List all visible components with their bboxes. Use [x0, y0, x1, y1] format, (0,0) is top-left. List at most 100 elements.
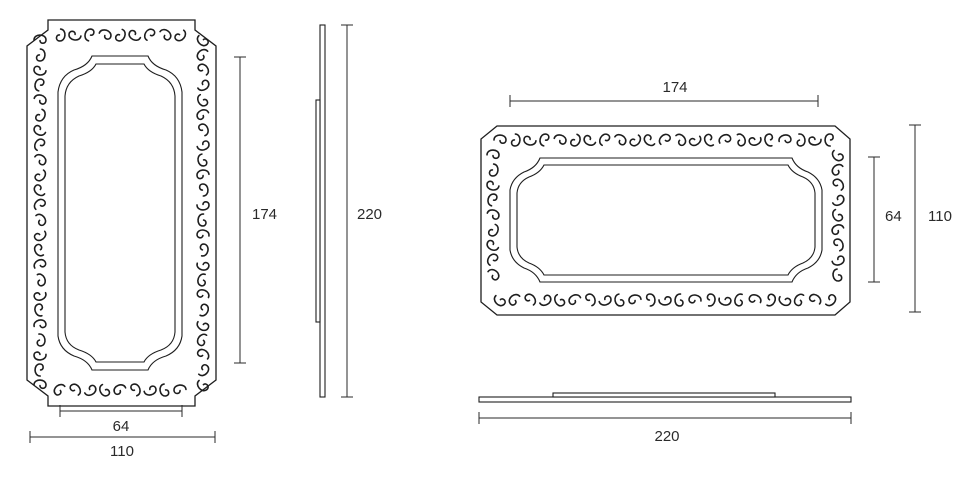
filigree-curl: [658, 296, 672, 306]
filigree-curl: [196, 348, 210, 360]
filigree-curl: [33, 291, 47, 301]
dimension-horizontal-outer-height: 110: [909, 124, 952, 313]
filigree-curl: [196, 34, 209, 47]
filigree-curl: [36, 333, 46, 347]
filigree-curl: [523, 135, 537, 146]
vertical-mirror-side-view: [315, 24, 326, 398]
filigree-curl: [34, 78, 45, 92]
filigree-curl: [832, 268, 843, 282]
filigree-curl: [766, 293, 777, 307]
filigree-curl: [824, 293, 837, 307]
filigree-curl: [486, 149, 500, 160]
filigree-curl: [796, 133, 806, 147]
filigree-curl: [84, 28, 95, 42]
filigree-curl: [33, 243, 45, 257]
filigree-curl: [33, 138, 46, 152]
filigree-curl: [197, 93, 209, 107]
filigree-curl: [196, 379, 209, 392]
filigree-curl: [833, 238, 844, 252]
filigree-curl: [33, 184, 46, 197]
filigree-curl: [33, 379, 47, 390]
filigree-curl: [128, 29, 142, 41]
vertical-outer-width-label: 110: [110, 443, 134, 460]
filigree-curl: [33, 94, 47, 105]
filigree-curl: [658, 133, 672, 146]
vertical-inner-height-label: 174: [252, 206, 277, 223]
vertical-side-height-label: 220: [357, 206, 382, 223]
filigree-curl: [68, 30, 82, 41]
dimension-vertical-side-height: 220: [341, 24, 382, 398]
vertical-mirror-ornament: [33, 28, 210, 397]
filigree-curl: [614, 133, 627, 146]
filigree-curl: [197, 363, 210, 377]
filigree-curl: [488, 163, 499, 177]
filigree-curl: [629, 134, 642, 147]
filigree-curl: [199, 303, 210, 317]
filigree-curl: [198, 123, 209, 137]
dimension-vertical-outer-width: 110: [29, 431, 216, 460]
filigree-curl: [493, 294, 506, 307]
vertical-mirror-front-view: [26, 19, 217, 407]
filigree-curl: [675, 133, 687, 147]
filigree-curl: [569, 133, 581, 147]
filigree-curl: [832, 208, 844, 222]
filigree-curl: [831, 163, 844, 176]
filigree-curl: [196, 109, 210, 121]
filigree-curl: [196, 320, 210, 332]
filigree-curl: [539, 133, 550, 147]
filigree-curl: [36, 273, 46, 287]
filigree-curl: [197, 273, 207, 287]
filigree-curl: [831, 224, 845, 236]
filigree-curl: [174, 29, 187, 42]
filigree-curl: [34, 169, 47, 182]
filigree-curl: [33, 319, 47, 329]
filigree-curl: [143, 28, 156, 41]
filigree-curl: [99, 383, 111, 397]
filigree-curl: [808, 136, 822, 146]
filigree-curl: [706, 293, 716, 307]
filigree-curl: [55, 28, 66, 42]
filigree-curl: [33, 124, 47, 136]
horizontal-inner-height-label: 64: [885, 208, 902, 225]
filigree-curl: [34, 363, 44, 377]
filigree-curl: [487, 223, 499, 237]
filigree-curl: [114, 28, 126, 42]
filigree-curl: [159, 383, 170, 397]
filigree-curl: [734, 293, 744, 307]
filigree-curl: [764, 133, 774, 147]
filigree-curl: [196, 169, 210, 180]
filigree-curl: [486, 180, 500, 191]
filigree-curl: [196, 140, 210, 151]
filigree-curl: [197, 213, 207, 227]
filigree-curl: [598, 295, 612, 306]
filigree-curl: [748, 136, 762, 146]
horizontal-mirror-inner-frame-inner: [516, 164, 816, 276]
horizontal-mirror-side-view: [478, 392, 852, 403]
filigree-curl: [173, 384, 187, 395]
filigree-curl: [143, 385, 157, 396]
filigree-curl: [793, 293, 805, 307]
filigree-curl: [33, 198, 47, 211]
filigree-curl: [674, 293, 684, 307]
filigree-curl: [553, 134, 567, 145]
filigree-curl: [831, 194, 845, 207]
filigree-curl: [486, 209, 500, 220]
filigree-curl: [33, 351, 47, 361]
filigree-curl: [643, 134, 656, 147]
filigree-curl: [508, 293, 521, 306]
filigree-curl: [130, 383, 141, 397]
filigree-curl: [113, 384, 127, 396]
filigree-curl: [197, 153, 208, 167]
filigree-curl: [53, 383, 66, 396]
filigree-curl: [583, 134, 597, 146]
filigree-curl: [35, 48, 46, 62]
filigree-curl: [196, 289, 210, 299]
filigree-curl: [736, 133, 746, 147]
filigree-curl: [197, 63, 210, 76]
filigree-curl: [486, 253, 499, 266]
filigree-curl: [628, 294, 642, 305]
filigree-curl: [568, 294, 582, 306]
vertical-mirror-inner-frame-inner: [64, 63, 176, 363]
filigree-curl: [831, 255, 845, 266]
filigree-curl: [33, 65, 47, 76]
